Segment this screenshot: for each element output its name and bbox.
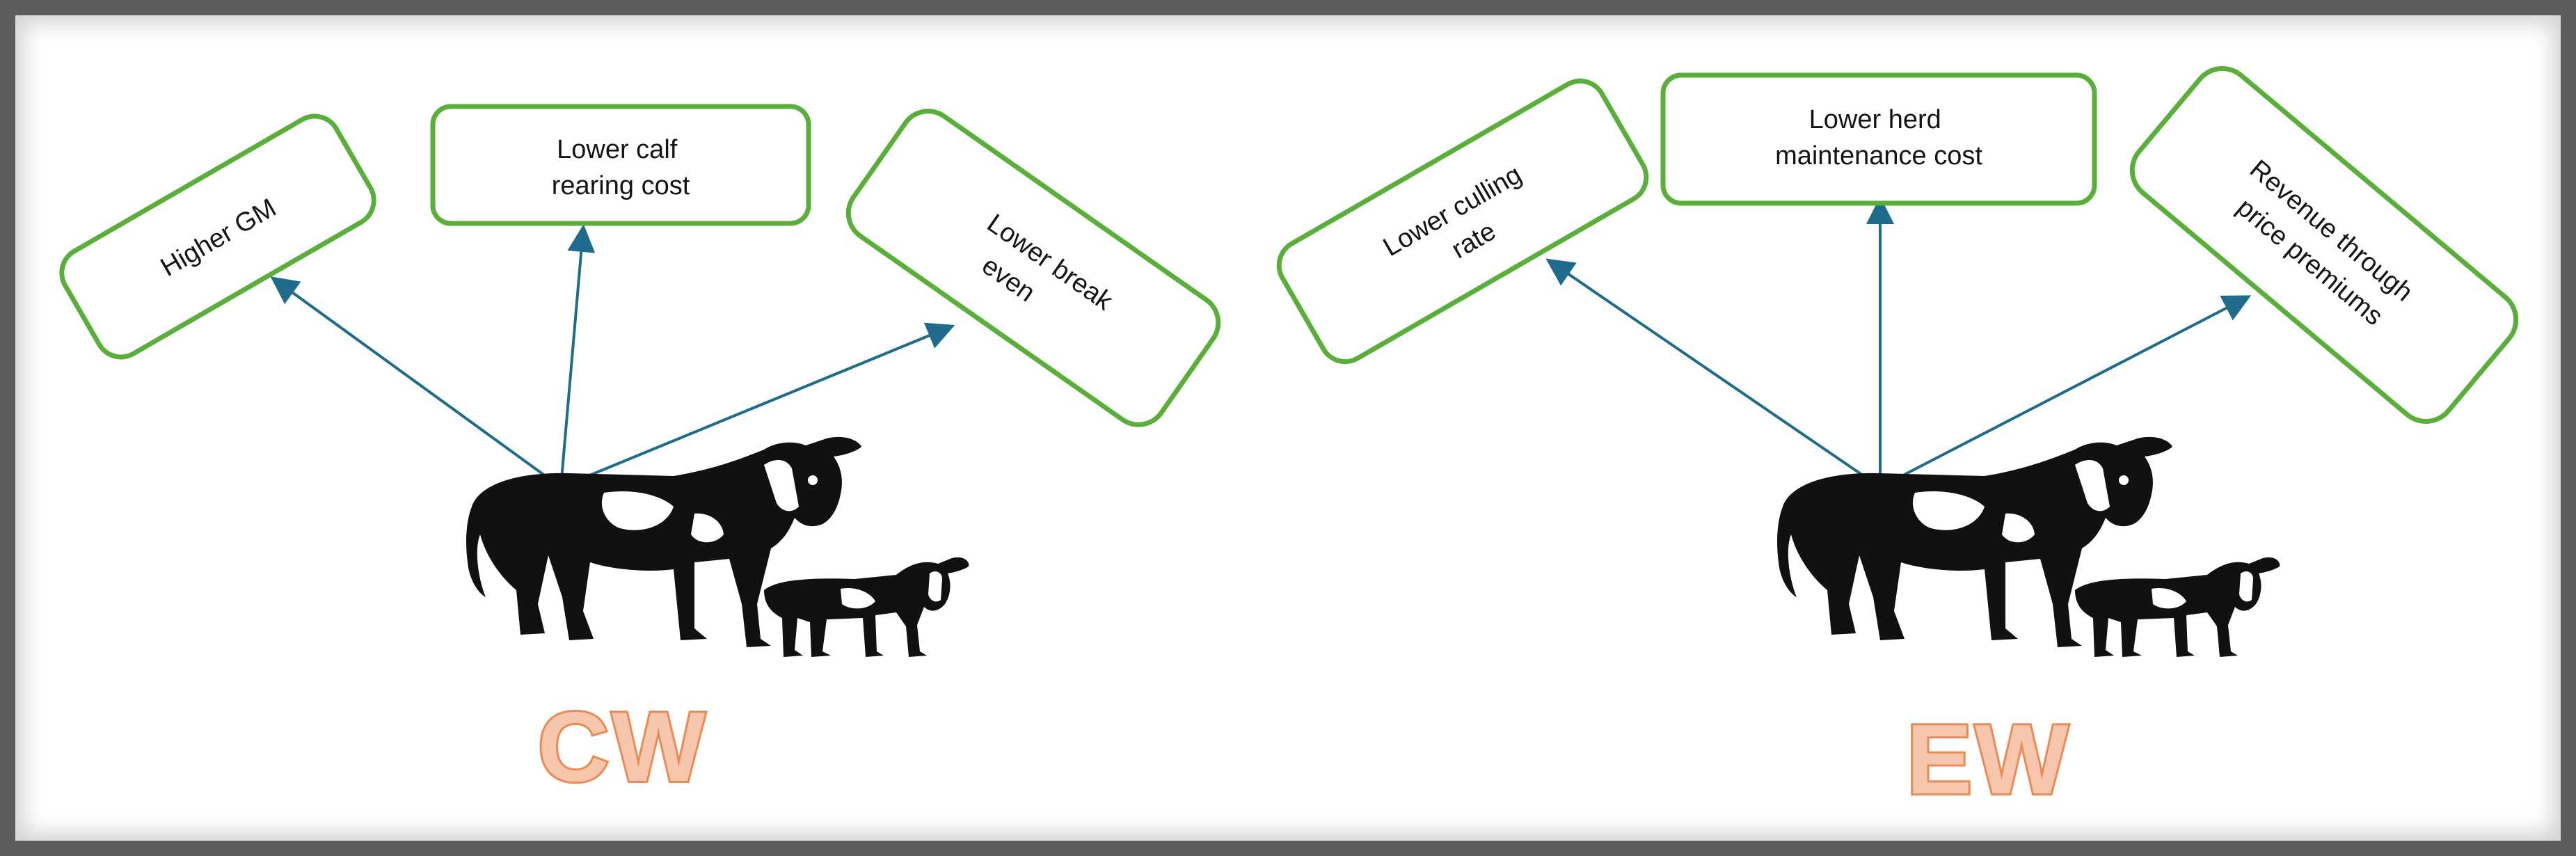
cow-and-calf-icon bbox=[466, 436, 969, 657]
panel-label-ew: EW bbox=[1907, 704, 2072, 815]
benefit-box-higher-gm: Higher GM bbox=[59, 113, 376, 360]
arrow-to-higher-gm bbox=[270, 276, 562, 489]
svg-text:Lower herd maintenance: Lower herd maintenance cost bbox=[1775, 105, 1982, 171]
svg-text:Lower calf rearing cos: Lower calf rearing cost bbox=[552, 135, 690, 200]
arrow-to-lower-calf-rearing-cost bbox=[559, 224, 596, 488]
panel-label-cw: CW bbox=[538, 692, 708, 802]
arrow-to-lower-culling-rate bbox=[1545, 258, 1882, 489]
benefit-text-line: Lower herd bbox=[1809, 105, 1941, 134]
benefit-box-revenue-through-price-premiums: Revenue through price premiums bbox=[2129, 65, 2519, 425]
benefit-box-lower-herd-maintenance-cost: Lower herd maintenance cost bbox=[1660, 72, 2097, 206]
benefit-text-line: Lower calf bbox=[557, 135, 678, 164]
benefit-text-line: maintenance cost bbox=[1775, 141, 1982, 171]
cow-and-calf-icon bbox=[1777, 436, 2280, 657]
ew-panel: Lower culling rate Lower herd maintenanc… bbox=[1276, 65, 2519, 817]
benefit-text-line: rearing cost bbox=[552, 171, 690, 200]
benefit-box-lower-break-even: Lower break even bbox=[845, 109, 1221, 427]
benefit-box-lower-calf-rearing-cost: Lower calf rearing cost bbox=[430, 104, 811, 226]
cw-panel: Higher GM Lower calf rearing cost Lower … bbox=[59, 104, 1221, 805]
arrow-to-revenue-through-price-premiums bbox=[1879, 295, 2252, 489]
arrow-to-lower-break-even bbox=[560, 322, 955, 489]
benefit-box-lower-culling-rate: Lower culling rate bbox=[1276, 78, 1649, 365]
